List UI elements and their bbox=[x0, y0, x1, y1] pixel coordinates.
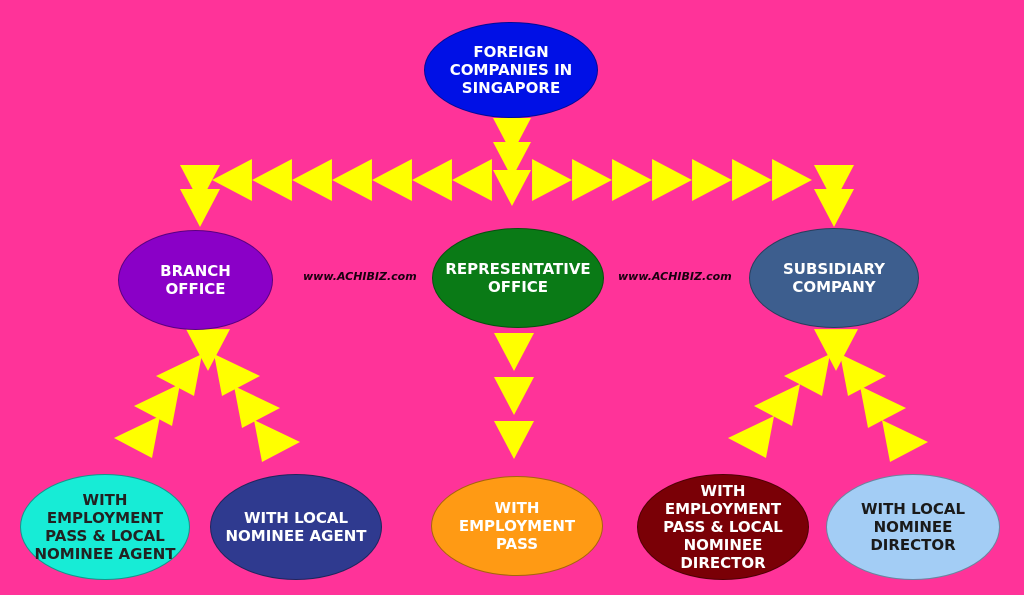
arrow-right-4 bbox=[692, 159, 732, 201]
arrow-left-2 bbox=[372, 159, 412, 201]
arrow-down-left-corner-0 bbox=[180, 165, 220, 203]
arrow-branch-left-0 bbox=[156, 354, 202, 396]
arrow-left-3 bbox=[332, 159, 372, 201]
node-branch-office-label: BRANCH OFFICE bbox=[160, 262, 231, 298]
arrow-right-2 bbox=[612, 159, 652, 201]
arrow-rep-down-1 bbox=[494, 377, 534, 415]
arrow-subsidiary-right-1 bbox=[860, 386, 906, 428]
node-representative-office-label: REPRESENTATIVE OFFICE bbox=[445, 260, 591, 296]
node-local-nominee-agent: WITH LOCAL NOMINEE AGENT bbox=[210, 474, 382, 580]
arrow-down-center-top-0 bbox=[493, 117, 531, 155]
arrow-right-3 bbox=[652, 159, 692, 201]
arrow-subsidiary-left-2 bbox=[728, 416, 774, 458]
node-foreign-companies-label: FOREIGN COMPANIES IN SINGAPORE bbox=[449, 43, 573, 97]
arrow-right-6 bbox=[772, 159, 812, 201]
arrow-branch-left-1 bbox=[134, 384, 180, 426]
arrow-left-5 bbox=[252, 159, 292, 201]
node-employment-pass-local-nominee-agent: WITH EMPLOYMENT PASS & LOCAL NOMINEE AGE… bbox=[20, 474, 190, 580]
node-employment-pass-local-nominee-agent-label: WITH EMPLOYMENT PASS & LOCAL NOMINEE AGE… bbox=[34, 491, 176, 563]
arrow-branch-down bbox=[186, 329, 230, 371]
node-subsidiary-company: SUBSIDIARY COMPANY bbox=[749, 228, 919, 328]
node-employment-pass-label: WITH EMPLOYMENT PASS bbox=[458, 499, 576, 553]
arrow-branch-right-2 bbox=[254, 420, 300, 462]
arrow-rep-down-2 bbox=[494, 421, 534, 459]
watermark-left: www.ACHIBIZ.com bbox=[303, 270, 417, 283]
arrow-right-5 bbox=[732, 159, 772, 201]
arrow-down-right-corner-1 bbox=[814, 189, 854, 227]
node-employment-pass-local-nominee-director-label: WITH EMPLOYMENT PASS & LOCAL NOMINEE DIR… bbox=[663, 482, 783, 572]
arrow-left-0 bbox=[452, 159, 492, 201]
arrow-branch-right-0 bbox=[214, 354, 260, 396]
arrow-down-right-corner-0 bbox=[814, 165, 854, 203]
arrow-subsidiary-right-0 bbox=[840, 354, 886, 396]
node-employment-pass-local-nominee-director: WITH EMPLOYMENT PASS & LOCAL NOMINEE DIR… bbox=[637, 474, 809, 580]
arrow-down-center-top-2 bbox=[493, 169, 531, 207]
arrow-rep-down-0 bbox=[494, 333, 534, 371]
arrow-subsidiary-left-1 bbox=[754, 384, 800, 426]
node-foreign-companies: FOREIGN COMPANIES IN SINGAPORE bbox=[424, 22, 598, 118]
node-employment-pass: WITH EMPLOYMENT PASS bbox=[431, 476, 603, 576]
node-local-nominee-director: WITH LOCAL NOMINEE DIRECTOR bbox=[826, 474, 1000, 580]
arrow-down-left-corner-1 bbox=[180, 189, 220, 227]
arrow-left-4 bbox=[292, 159, 332, 201]
arrow-subsidiary-down bbox=[814, 329, 858, 371]
arrow-subsidiary-left-0 bbox=[784, 354, 830, 396]
arrow-branch-left-2 bbox=[114, 416, 160, 458]
watermark-right: www.ACHIBIZ.com bbox=[618, 270, 732, 283]
node-branch-office: BRANCH OFFICE bbox=[118, 230, 273, 330]
arrow-right-1 bbox=[572, 159, 612, 201]
arrow-left-1 bbox=[412, 159, 452, 201]
node-local-nominee-director-label: WITH LOCAL NOMINEE DIRECTOR bbox=[860, 500, 966, 554]
node-representative-office: REPRESENTATIVE OFFICE bbox=[432, 228, 604, 328]
node-subsidiary-company-label: SUBSIDIARY COMPANY bbox=[782, 260, 886, 296]
arrow-subsidiary-right-2 bbox=[882, 420, 928, 462]
arrow-branch-right-1 bbox=[234, 386, 280, 428]
arrow-down-center-top-1 bbox=[493, 141, 531, 179]
arrow-right-0 bbox=[532, 159, 572, 201]
arrow-left-6 bbox=[212, 159, 252, 201]
node-local-nominee-agent-label: WITH LOCAL NOMINEE AGENT bbox=[225, 509, 367, 545]
